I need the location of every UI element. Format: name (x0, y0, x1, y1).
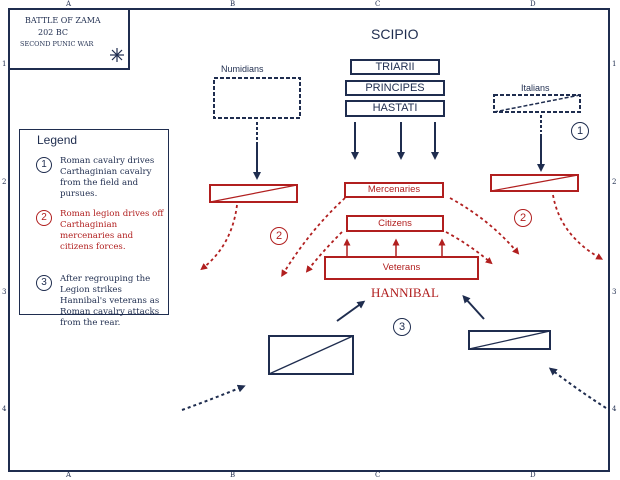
legend-1-badge: 1 (36, 157, 52, 173)
phase-2-marker-right: 2 (514, 209, 532, 227)
veterans-unit: Veterans (324, 256, 479, 280)
italians-label: Italians (521, 83, 550, 93)
cavalry-rout-right (552, 194, 604, 260)
phase-3-number: 3 (398, 321, 406, 333)
italians-start-box (493, 94, 581, 113)
phase-2-marker-left: 2 (270, 227, 288, 245)
phase-3-marker: 3 (393, 318, 411, 336)
citizens-rout-left (305, 231, 343, 273)
grid-col-a-bottom: A (66, 471, 72, 479)
phase-2-number-left: 2 (275, 230, 283, 242)
cavalry-return-path-right (548, 367, 607, 409)
mercenaries-unit: Mercenaries (344, 182, 444, 198)
grid-row-2-right: 2 (612, 178, 617, 186)
grid-row-1-left: 1 (2, 60, 7, 68)
carthaginian-cavalry-right (490, 174, 579, 192)
legend-panel: Legend 1 Roman cavalry drives Carthagini… (19, 129, 169, 328)
hastati-unit: HASTATI (345, 100, 445, 117)
war-name: SECOND PUNIC WAR (20, 40, 94, 48)
legend-3-badge: 3 (36, 275, 52, 291)
legend-2-text: Roman legion drives off Carthaginian mer… (60, 209, 164, 252)
cavalry-return-path-left (181, 384, 246, 411)
scipio-label: SCIPIO (371, 26, 419, 42)
numidians-start-box (213, 77, 301, 119)
grid-col-b-bottom: B (230, 471, 236, 479)
citizens-rout-right (445, 231, 493, 265)
mercenaries-rout-right (449, 197, 520, 255)
hannibal-label: HANNIBAL (371, 285, 439, 300)
principes-unit: PRINCIPES (345, 80, 445, 96)
grid-row-4-right: 4 (612, 405, 617, 413)
legend-2-badge: 2 (36, 210, 52, 226)
roman-cavalry-return-right (468, 330, 551, 350)
phase-1-marker: 1 (571, 122, 589, 140)
grid-row-1-right: 1 (612, 60, 617, 68)
grid-col-d-bottom: D (530, 471, 536, 479)
phase-2-number-right: 2 (519, 212, 527, 224)
legend-1-text: Roman cavalry drives Carthaginian cavalr… (60, 156, 155, 199)
grid-col-c-bottom: C (375, 471, 381, 479)
grid-col-b-top: B (230, 0, 236, 8)
legend-3-text: After regrouping the Legion strikes Hann… (60, 274, 160, 328)
legend-title: Legend (37, 133, 78, 147)
phase-1-number: 1 (576, 125, 584, 137)
map-frame (8, 8, 610, 472)
grid-row-3-right: 3 (612, 288, 617, 296)
grid-row-2-left: 2 (2, 178, 7, 186)
compass-rose-icon (110, 48, 124, 62)
citizens-unit: Citizens (346, 215, 444, 232)
title-box: BATTLE OF ZAMA 202 BC SECOND PUNIC WAR (8, 8, 130, 70)
grid-row-4-left: 4 (2, 405, 7, 413)
numidians-label: Numidians (221, 64, 264, 74)
rear-attack-arrow-left (336, 300, 366, 322)
mercenaries-rout-left (281, 197, 346, 277)
roman-cavalry-return-left (268, 335, 354, 375)
battle-title: BATTLE OF ZAMA (25, 16, 101, 25)
grid-col-d-top: D (530, 0, 536, 8)
grid-col-c-top: C (375, 0, 381, 8)
grid-row-3-left: 3 (2, 288, 7, 296)
rear-attack-arrow-right (462, 295, 485, 320)
cavalry-rout-left (200, 204, 238, 271)
battle-year: 202 BC (38, 28, 68, 37)
triarii-unit: TRIARII (350, 59, 440, 75)
grid-col-a-top: A (66, 0, 72, 8)
carthaginian-cavalry-left (209, 184, 298, 203)
